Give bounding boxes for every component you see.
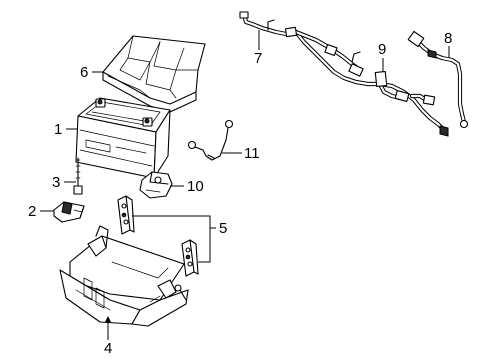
hold-down-bolt[interactable] xyxy=(73,157,83,195)
main-wiring-harness[interactable] xyxy=(239,11,449,137)
bracket-upper[interactable] xyxy=(117,195,135,235)
ground-cable[interactable] xyxy=(187,119,234,161)
callout-6: 6 xyxy=(80,64,88,81)
callout-3: 3 xyxy=(52,174,60,191)
callout-7: 7 xyxy=(254,50,262,67)
callout-2: 2 xyxy=(28,203,36,220)
callout-5: 5 xyxy=(219,220,227,237)
sub-wiring-harness[interactable] xyxy=(407,30,469,129)
callout-10: 10 xyxy=(187,178,204,195)
callout-9: 9 xyxy=(378,41,386,58)
callout-labels: 1 2 3 4 5 6 7 8 9 10 11 xyxy=(28,30,452,357)
callout-8: 8 xyxy=(444,30,452,47)
leader-lines xyxy=(40,30,450,340)
hold-down-clamp[interactable] xyxy=(53,201,85,223)
callout-4: 4 xyxy=(104,340,112,357)
battery-cover[interactable] xyxy=(102,35,206,113)
callout-1: 1 xyxy=(54,121,62,138)
callout-11: 11 xyxy=(244,145,260,162)
relay-module[interactable] xyxy=(139,171,173,199)
battery-tray[interactable] xyxy=(59,225,189,327)
bracket-lower[interactable] xyxy=(181,239,199,277)
battery[interactable] xyxy=(75,97,171,179)
